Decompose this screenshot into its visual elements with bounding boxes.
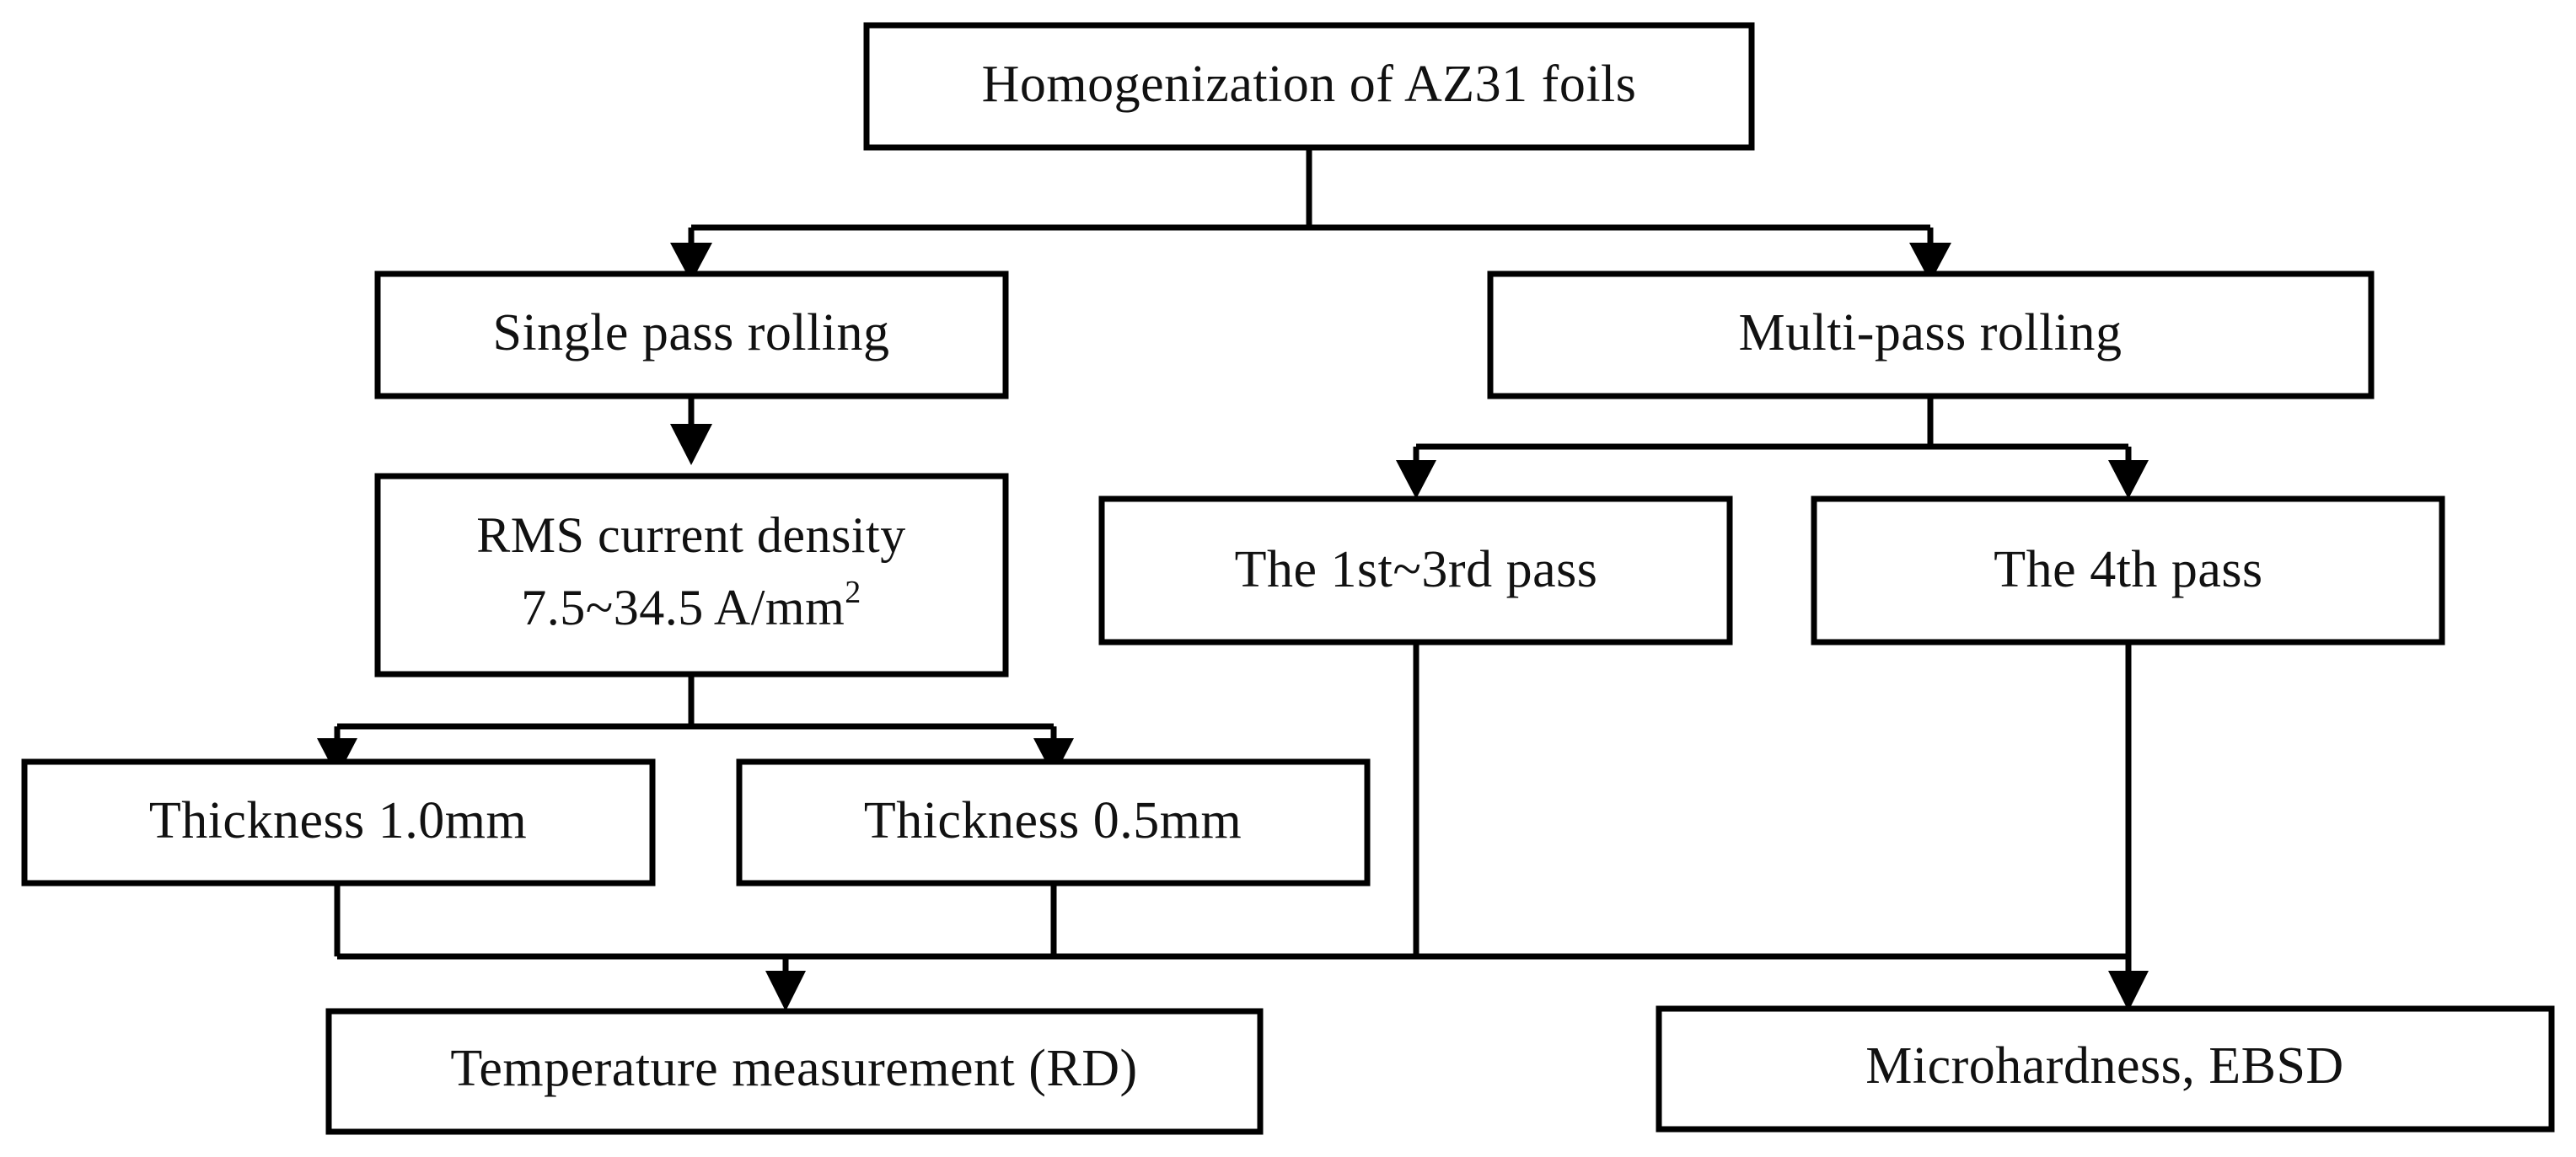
connector-merge-to-temperature bbox=[334, 642, 2128, 1011]
arrow-head-icon bbox=[670, 243, 712, 282]
node-label-microhardness-ebsd: Microhardness, EBSD bbox=[1865, 1037, 2343, 1095]
node-microhardness-ebsd[interactable]: Microhardness, EBSD bbox=[1656, 1005, 2555, 1133]
arrow-head-icon bbox=[1909, 243, 1951, 282]
node-label-thickness-10mm: Thickness 1.0mm bbox=[149, 792, 527, 849]
connector-pass4-to-microhardness bbox=[2108, 642, 2149, 1011]
connector-homogenization-split bbox=[670, 147, 1951, 282]
node-box[interactable] bbox=[1098, 495, 1733, 645]
arrow-head-icon bbox=[2108, 971, 2149, 1011]
node-homogenization[interactable]: Homogenization of AZ31 foils bbox=[863, 22, 1755, 151]
connector-rms-split bbox=[317, 674, 1074, 777]
arrow-head-icon bbox=[670, 424, 712, 465]
rms-superscript: 2 bbox=[845, 575, 861, 610]
rms-value-text: 7.5~34.5 A/mm bbox=[521, 580, 845, 635]
node-label-rms-line2: 7.5~34.5 A/mm2 bbox=[521, 575, 861, 635]
node-label-pass-1-3: The 1st~3rd pass bbox=[1235, 541, 1598, 598]
node-label-homogenization: Homogenization of AZ31 foils bbox=[982, 56, 1637, 113]
connector-multipass-split bbox=[1396, 396, 2149, 499]
node-label-pass-4: The 4th pass bbox=[1994, 541, 2262, 598]
node-label-temperature-measurement: Temperature measurement (RD) bbox=[450, 1040, 1137, 1097]
node-box[interactable] bbox=[325, 1008, 1264, 1135]
arrow-head-icon bbox=[317, 738, 357, 777]
node-box[interactable] bbox=[736, 758, 1371, 886]
connector-singlepass-to-rms bbox=[670, 396, 712, 465]
arrow-head-icon bbox=[1396, 460, 1436, 499]
arrow-head-icon bbox=[765, 971, 806, 1011]
node-single-pass-rolling[interactable]: Single pass rolling bbox=[374, 271, 1009, 399]
arrow-head-icon bbox=[2108, 460, 2149, 499]
node-pass-4[interactable]: The 4th pass bbox=[1811, 495, 2445, 645]
node-temperature-measurement[interactable]: Temperature measurement (RD) bbox=[325, 1008, 1264, 1135]
node-box[interactable] bbox=[863, 22, 1755, 151]
arrow-head-icon bbox=[1033, 738, 1074, 777]
node-label-single-pass-rolling: Single pass rolling bbox=[492, 304, 889, 362]
node-label-rms-line1: RMS current density bbox=[476, 507, 905, 563]
node-box[interactable] bbox=[21, 758, 656, 886]
node-box[interactable] bbox=[1487, 271, 2375, 399]
node-pass-1-3[interactable]: The 1st~3rd pass bbox=[1098, 495, 1733, 645]
node-box[interactable] bbox=[374, 271, 1009, 399]
node-box[interactable] bbox=[1656, 1005, 2555, 1133]
node-rms-current-density[interactable]: RMS current density 7.5~34.5 A/mm2 bbox=[374, 473, 1009, 678]
node-label-multi-pass-rolling: Multi-pass rolling bbox=[1738, 304, 2122, 362]
node-multi-pass-rolling[interactable]: Multi-pass rolling bbox=[1487, 271, 2375, 399]
node-box[interactable] bbox=[1811, 495, 2445, 645]
node-label-thickness-05mm: Thickness 0.5mm bbox=[864, 792, 1242, 849]
node-box[interactable] bbox=[374, 473, 1009, 678]
node-thickness-05mm[interactable]: Thickness 0.5mm bbox=[736, 758, 1371, 886]
node-thickness-10mm[interactable]: Thickness 1.0mm bbox=[21, 758, 656, 886]
